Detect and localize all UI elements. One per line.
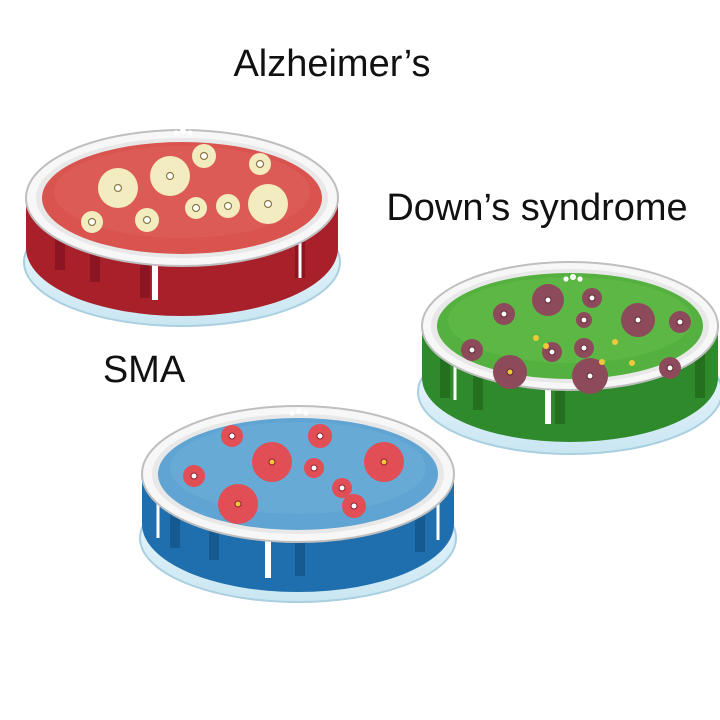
dish-alzheimers bbox=[23, 128, 341, 327]
colonies-sma bbox=[183, 424, 404, 524]
dish-sma bbox=[139, 405, 457, 603]
label-downs-syndrome: Down’s syndrome bbox=[386, 187, 687, 229]
dish-downs bbox=[417, 261, 720, 455]
label-alzheimers: Alzheimer’s bbox=[233, 43, 430, 85]
colonies-alzheimers bbox=[81, 144, 288, 233]
colonies-downs bbox=[461, 284, 691, 394]
label-sma: SMA bbox=[103, 349, 186, 391]
